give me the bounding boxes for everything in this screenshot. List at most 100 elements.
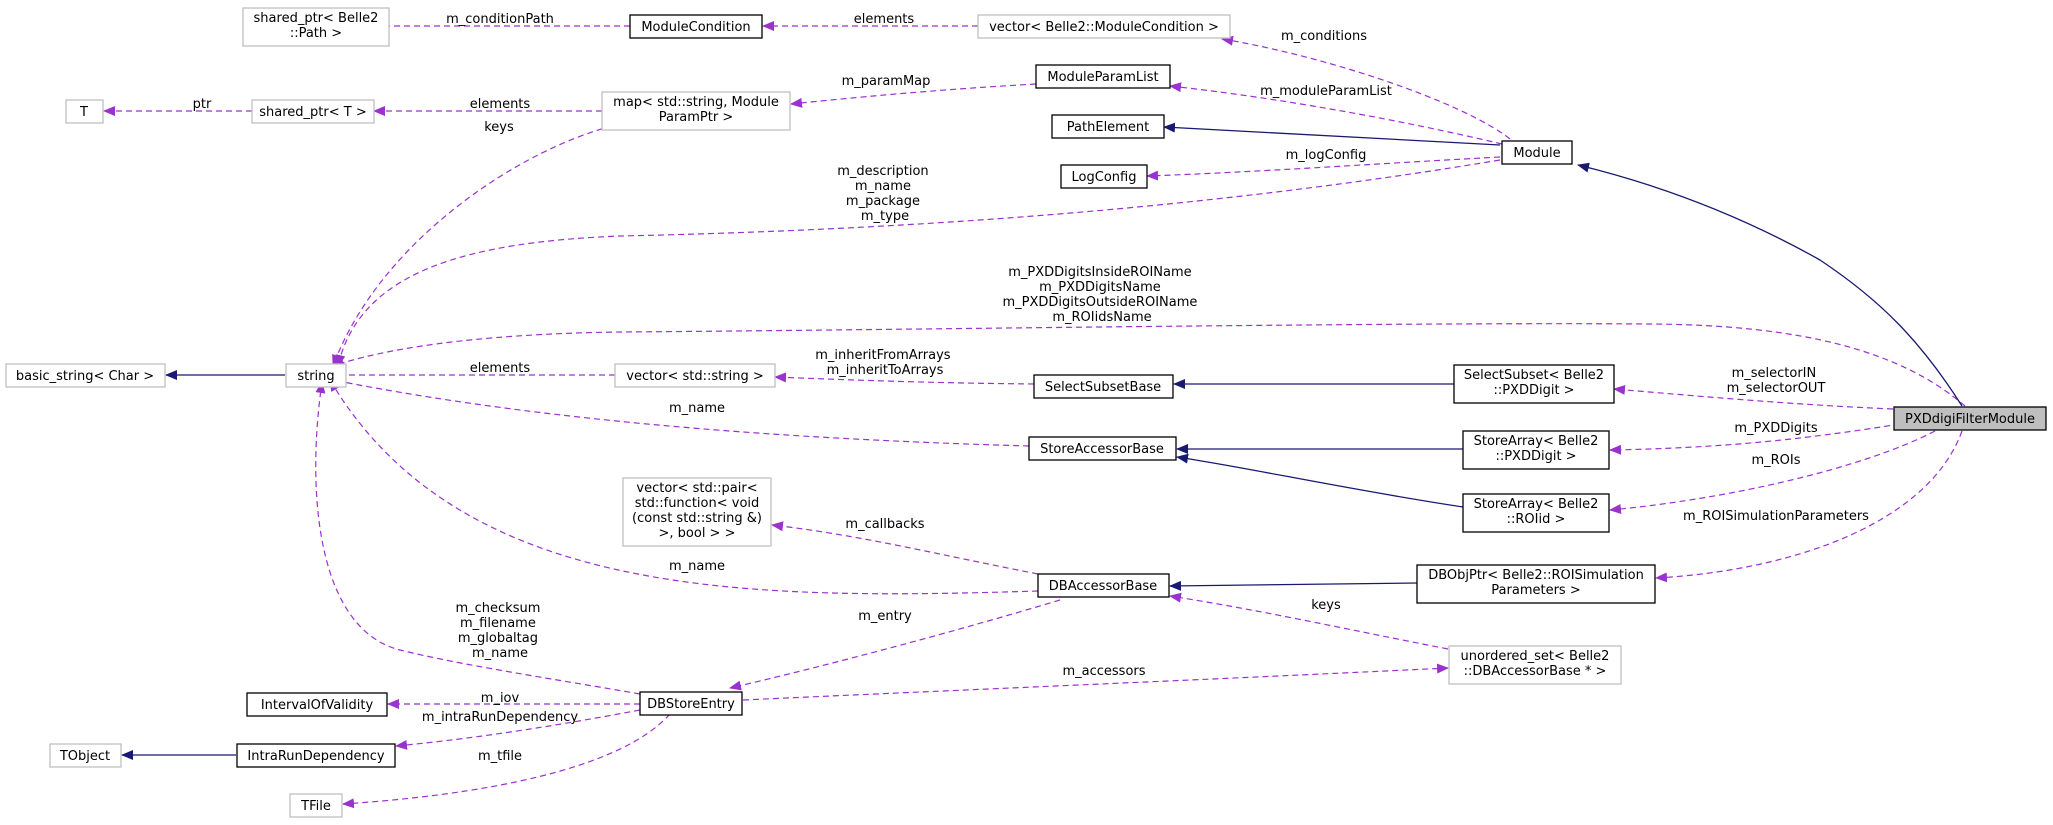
edge-dbaccessorbase-to-dbstoreentry [729,599,1061,691]
edge-unordered-to-dbaccessorbase [1169,592,1449,650]
edge-dbaccessorbase-to-vectorpair [771,521,1039,575]
label-db-strings: m_checksum m_filename m_globaltag m_name [455,601,544,661]
svg-text:StoreArray< Belle2::ROIid >: StoreArray< Belle2::ROIid > [1474,497,1599,527]
svg-text:SelectSubset< Belle2::PXDDigit: SelectSubset< Belle2::PXDDigit > [1464,368,1604,398]
edge-module-to-logconfig [1146,156,1501,181]
label-elements-conditions: elements [854,12,915,27]
node-vector-pair[interactable]: vector< std::pair<std::function< void(co… [622,477,772,547]
svg-text:Module: Module [1513,146,1560,161]
node-vector-string[interactable]: vector< std::string > [614,363,776,388]
svg-text:shared_ptr< T >: shared_ptr< T > [259,105,366,120]
label-m-iov: m_iov [481,691,520,706]
node-db-store-entry[interactable]: DBStoreEntry [639,691,743,716]
edge-dbstoreentry-to-unordered [742,663,1449,701]
edge-pxdfilter-to-selectsubset [1613,384,1894,410]
node-module-condition[interactable]: ModuleCondition [629,14,763,39]
node-pxd-digi-filter-module[interactable]: PXDdigiFilterModule [1893,406,2047,431]
svg-text:StoreArray< Belle2::PXDDigit >: StoreArray< Belle2::PXDDigit > [1474,434,1599,464]
edge-moduleparamlist-to-map [790,83,1037,108]
nodes: shared_ptr< Belle2::Path > ModuleConditi… [5,7,2047,818]
node-t[interactable]: T [65,99,104,124]
edge-storeaccessorbase-to-string [332,377,1030,447]
label-m-conditions: m_conditions [1281,29,1367,44]
svg-text:DBAccessorBase: DBAccessorBase [1049,579,1157,594]
label-elements-shared-ptr: elements [470,97,531,112]
node-tfile[interactable]: TFile [289,793,343,818]
label-module-strings: m_description m_name m_package m_type [837,164,933,224]
svg-text:TObject: TObject [59,749,110,764]
node-interval-of-validity[interactable]: IntervalOfValidity [246,692,388,717]
label-m-intra-run-dependency: m_intraRunDependency [422,710,578,725]
label-keys-map: keys [484,120,514,135]
edge-dbstoreentry-to-string [315,381,641,695]
label-m-condition-path: m_conditionPath [446,12,554,27]
label-m-roi-sim-params: m_ROISimulationParameters [1683,509,1869,524]
svg-text:ModuleCondition: ModuleCondition [641,20,750,35]
label-m-tfile: m_tfile [478,749,522,764]
node-store-array-roi[interactable]: StoreArray< Belle2::ROIid > [1462,493,1610,533]
edge-pxdfilter-to-storearray-digit [1609,423,1901,455]
label-m-module-param-list: m_moduleParamList [1260,84,1392,99]
node-select-subset[interactable]: SelectSubset< Belle2::PXDDigit > [1453,364,1615,404]
svg-text:unordered_set< Belle2::DBAcces: unordered_set< Belle2::DBAccessorBase * … [1461,649,1610,679]
edge-map-to-string [332,125,613,367]
node-shared-ptr-path[interactable]: shared_ptr< Belle2::Path > [242,7,390,47]
node-tobject[interactable]: TObject [49,743,122,768]
svg-text:SelectSubsetBase: SelectSubsetBase [1045,380,1161,395]
edge-pxdfilter-to-module [1577,162,1963,407]
node-db-accessor-base[interactable]: DBAccessorBase [1037,573,1170,598]
node-path-element[interactable]: PathElement [1051,114,1165,139]
label-elements-vector-string: elements [470,361,531,376]
node-intra-run-dependency[interactable]: IntraRunDependency [236,743,396,768]
svg-text:IntraRunDependency: IntraRunDependency [247,749,385,764]
svg-text:IntervalOfValidity: IntervalOfValidity [261,698,374,713]
edge-pxdfilter-to-dbobjptr [1655,430,1963,583]
svg-text:PXDdigiFilterModule: PXDdigiFilterModule [1905,412,2035,427]
node-string[interactable]: string [285,363,347,388]
edge-labels: m_conditionPath elements m_conditions pt… [193,12,1870,764]
label-m-name-store: m_name [669,401,725,416]
node-shared-ptr-t[interactable]: shared_ptr< T > [251,99,375,124]
label-keys-unordered: keys [1311,598,1341,613]
label-m-pxd-digits: m_PXDDigits [1734,421,1818,436]
svg-text:vector< Belle2::ModuleConditio: vector< Belle2::ModuleCondition > [989,20,1219,35]
node-select-subset-base[interactable]: SelectSubsetBase [1033,374,1174,399]
svg-text:vector< std::pair<std::functio: vector< std::pair<std::function< void(co… [632,481,762,541]
node-module-param-list[interactable]: ModuleParamList [1035,64,1171,89]
edge-selectsubsetbase-to-vectorstring [774,372,1035,385]
label-ptr: ptr [193,97,212,112]
node-module[interactable]: Module [1501,140,1573,165]
node-vector-module-condition[interactable]: vector< Belle2::ModuleCondition > [977,14,1231,39]
svg-text:DBObjPtr< Belle2::ROISimulatio: DBObjPtr< Belle2::ROISimulationParameter… [1428,568,1644,598]
edges [103,21,1966,809]
label-m-log-config: m_logConfig [1286,148,1367,163]
node-store-accessor-base[interactable]: StoreAccessorBase [1028,436,1177,461]
label-selectors: m_selectorIN m_selectorOUT [1727,366,1826,396]
node-log-config[interactable]: LogConfig [1060,164,1148,189]
svg-text:shared_ptr< Belle2::Path >: shared_ptr< Belle2::Path > [254,11,379,41]
node-store-array-digit[interactable]: StoreArray< Belle2::PXDDigit > [1462,430,1610,470]
edge-dbstoreentry-to-tfile [342,713,671,809]
svg-text:DBStoreEntry: DBStoreEntry [647,697,735,712]
label-m-name-db: m_name [669,559,725,574]
svg-text:string: string [297,369,334,384]
label-m-entry: m_entry [858,609,912,624]
svg-text:basic_string< Char >: basic_string< Char > [16,369,154,384]
label-m-param-map: m_paramMap [842,74,931,89]
edge-module-to-pathelement [1163,122,1501,146]
label-m-accessors: m_accessors [1062,664,1145,679]
edge-module-to-string-strings [335,159,1501,367]
label-m-callbacks: m_callbacks [845,517,924,532]
svg-text:PathElement: PathElement [1067,120,1149,135]
svg-text:vector< std::string >: vector< std::string > [626,369,763,384]
edge-dbstoreentry-to-intrarun [395,709,641,750]
node-basic-string[interactable]: basic_string< Char > [5,363,166,388]
node-unordered-set[interactable]: unordered_set< Belle2::DBAccessorBase * … [1448,645,1622,685]
svg-text:StoreAccessorBase: StoreAccessorBase [1040,442,1164,457]
label-inherit-arrays: m_inheritFromArrays m_inheritToArrays [815,348,954,378]
edge-module-to-moduleparamlist [1169,82,1503,145]
edge-pxdfilter-to-storearray-roi [1609,430,1936,514]
label-m-rois: m_ROIs [1751,453,1800,468]
